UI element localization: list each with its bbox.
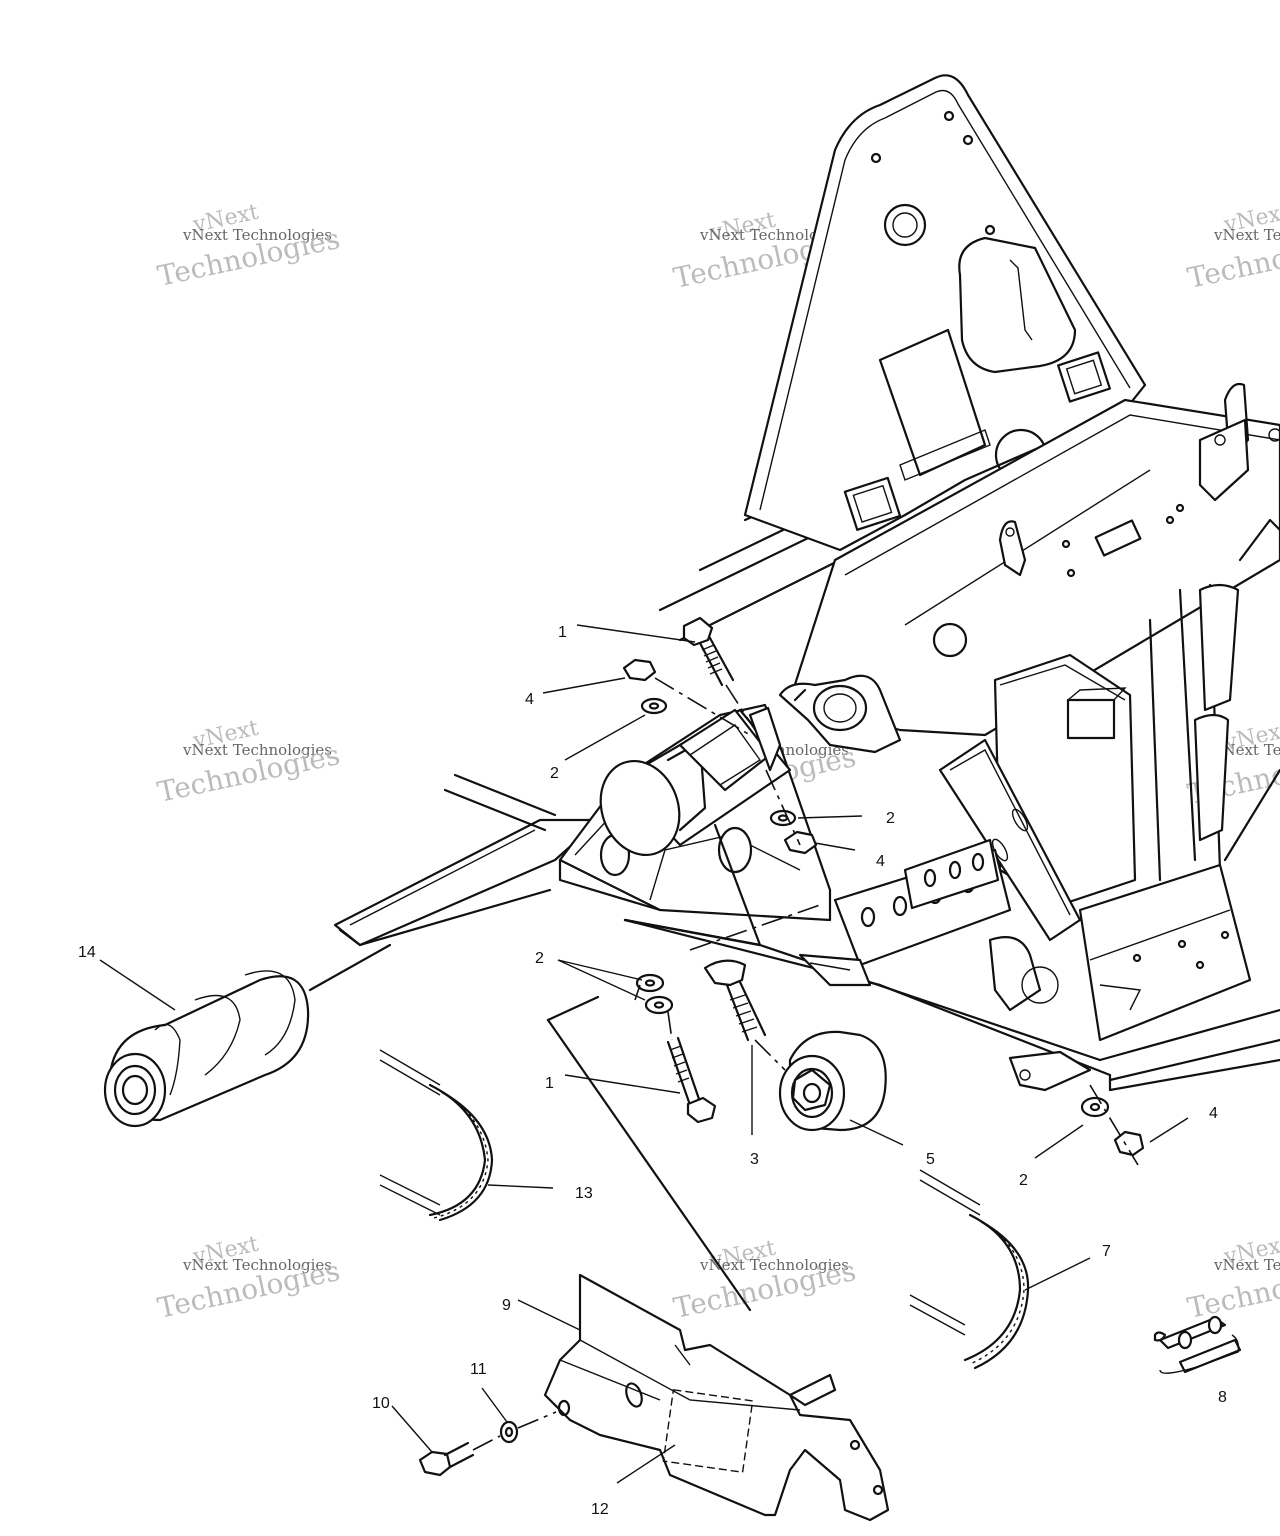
callout-2: 2 <box>1019 1172 1028 1189</box>
front-arm-assembly <box>333 703 832 951</box>
frame-assembly <box>623 74 1280 1092</box>
watermark: vNext vNext Technologies Technologies <box>155 200 343 293</box>
callout-4: 4 <box>1209 1105 1218 1122</box>
callout-8: 8 <box>1218 1389 1227 1406</box>
watermark: vNext vNext Technologies Technologies <box>1185 200 1280 295</box>
callout-2: 2 <box>886 810 895 827</box>
callout-3: 3 <box>750 1151 759 1168</box>
part-13-chain <box>379 1049 494 1222</box>
watermark-line: vNext Technologies <box>1213 226 1280 244</box>
hardware-upper <box>622 616 818 855</box>
callout-5: 5 <box>926 1151 935 1168</box>
leader-guides <box>546 995 752 1312</box>
watermark: vNext vNext Technologies Technologies <box>155 716 343 809</box>
callout-4: 4 <box>525 691 534 708</box>
watermark: vNext vNext Technologies Technologies <box>1185 1232 1280 1325</box>
part-7-chain <box>909 1169 1030 1370</box>
watermark: vNext vNext Technologies Technologies <box>671 1236 859 1325</box>
callout-9: 9 <box>502 1297 511 1314</box>
part-9-guard <box>418 1273 890 1522</box>
bulkhead-plate <box>743 74 1147 552</box>
watermark-line: vNext Technologies <box>182 1256 332 1274</box>
part-8-master-link <box>1153 1315 1242 1374</box>
callout-12: 12 <box>591 1501 609 1518</box>
callout-14: 14 <box>78 944 96 961</box>
watermark-line: vNext Technologies <box>182 741 332 759</box>
callout-11: 11 <box>470 1361 487 1378</box>
callout-labels: 1 4 2 2 4 2 1 3 5 2 4 13 7 8 14 9 11 10 … <box>78 624 1227 1518</box>
hardware-lower <box>634 959 786 1124</box>
watermark-line: vNext Technologies <box>1213 741 1280 759</box>
rear-cross-plate <box>1078 863 1252 1042</box>
part-14-drive-drum <box>103 943 392 1128</box>
watermark-line: vNext Technologies <box>182 226 332 244</box>
hardware-right <box>1080 1084 1145 1166</box>
callout-4: 4 <box>876 853 885 870</box>
callout-2: 2 <box>550 765 559 782</box>
callout-1: 1 <box>545 1075 554 1092</box>
watermark-line: vNext Technologies <box>699 226 849 244</box>
callout-13: 13 <box>575 1185 593 1202</box>
part-5-idler-wheel <box>778 1030 887 1132</box>
callout-10: 10 <box>372 1395 390 1412</box>
callout-leaders <box>99 624 1189 1484</box>
watermark-line: vNext Technologies <box>699 1256 849 1274</box>
callout-7: 7 <box>1102 1243 1111 1260</box>
callout-1: 1 <box>558 624 567 641</box>
watermark-line: vNext Technologies <box>1213 1256 1280 1274</box>
callout-2: 2 <box>535 950 544 967</box>
watermark: vNext vNext Technologies Technologies <box>155 1232 343 1325</box>
